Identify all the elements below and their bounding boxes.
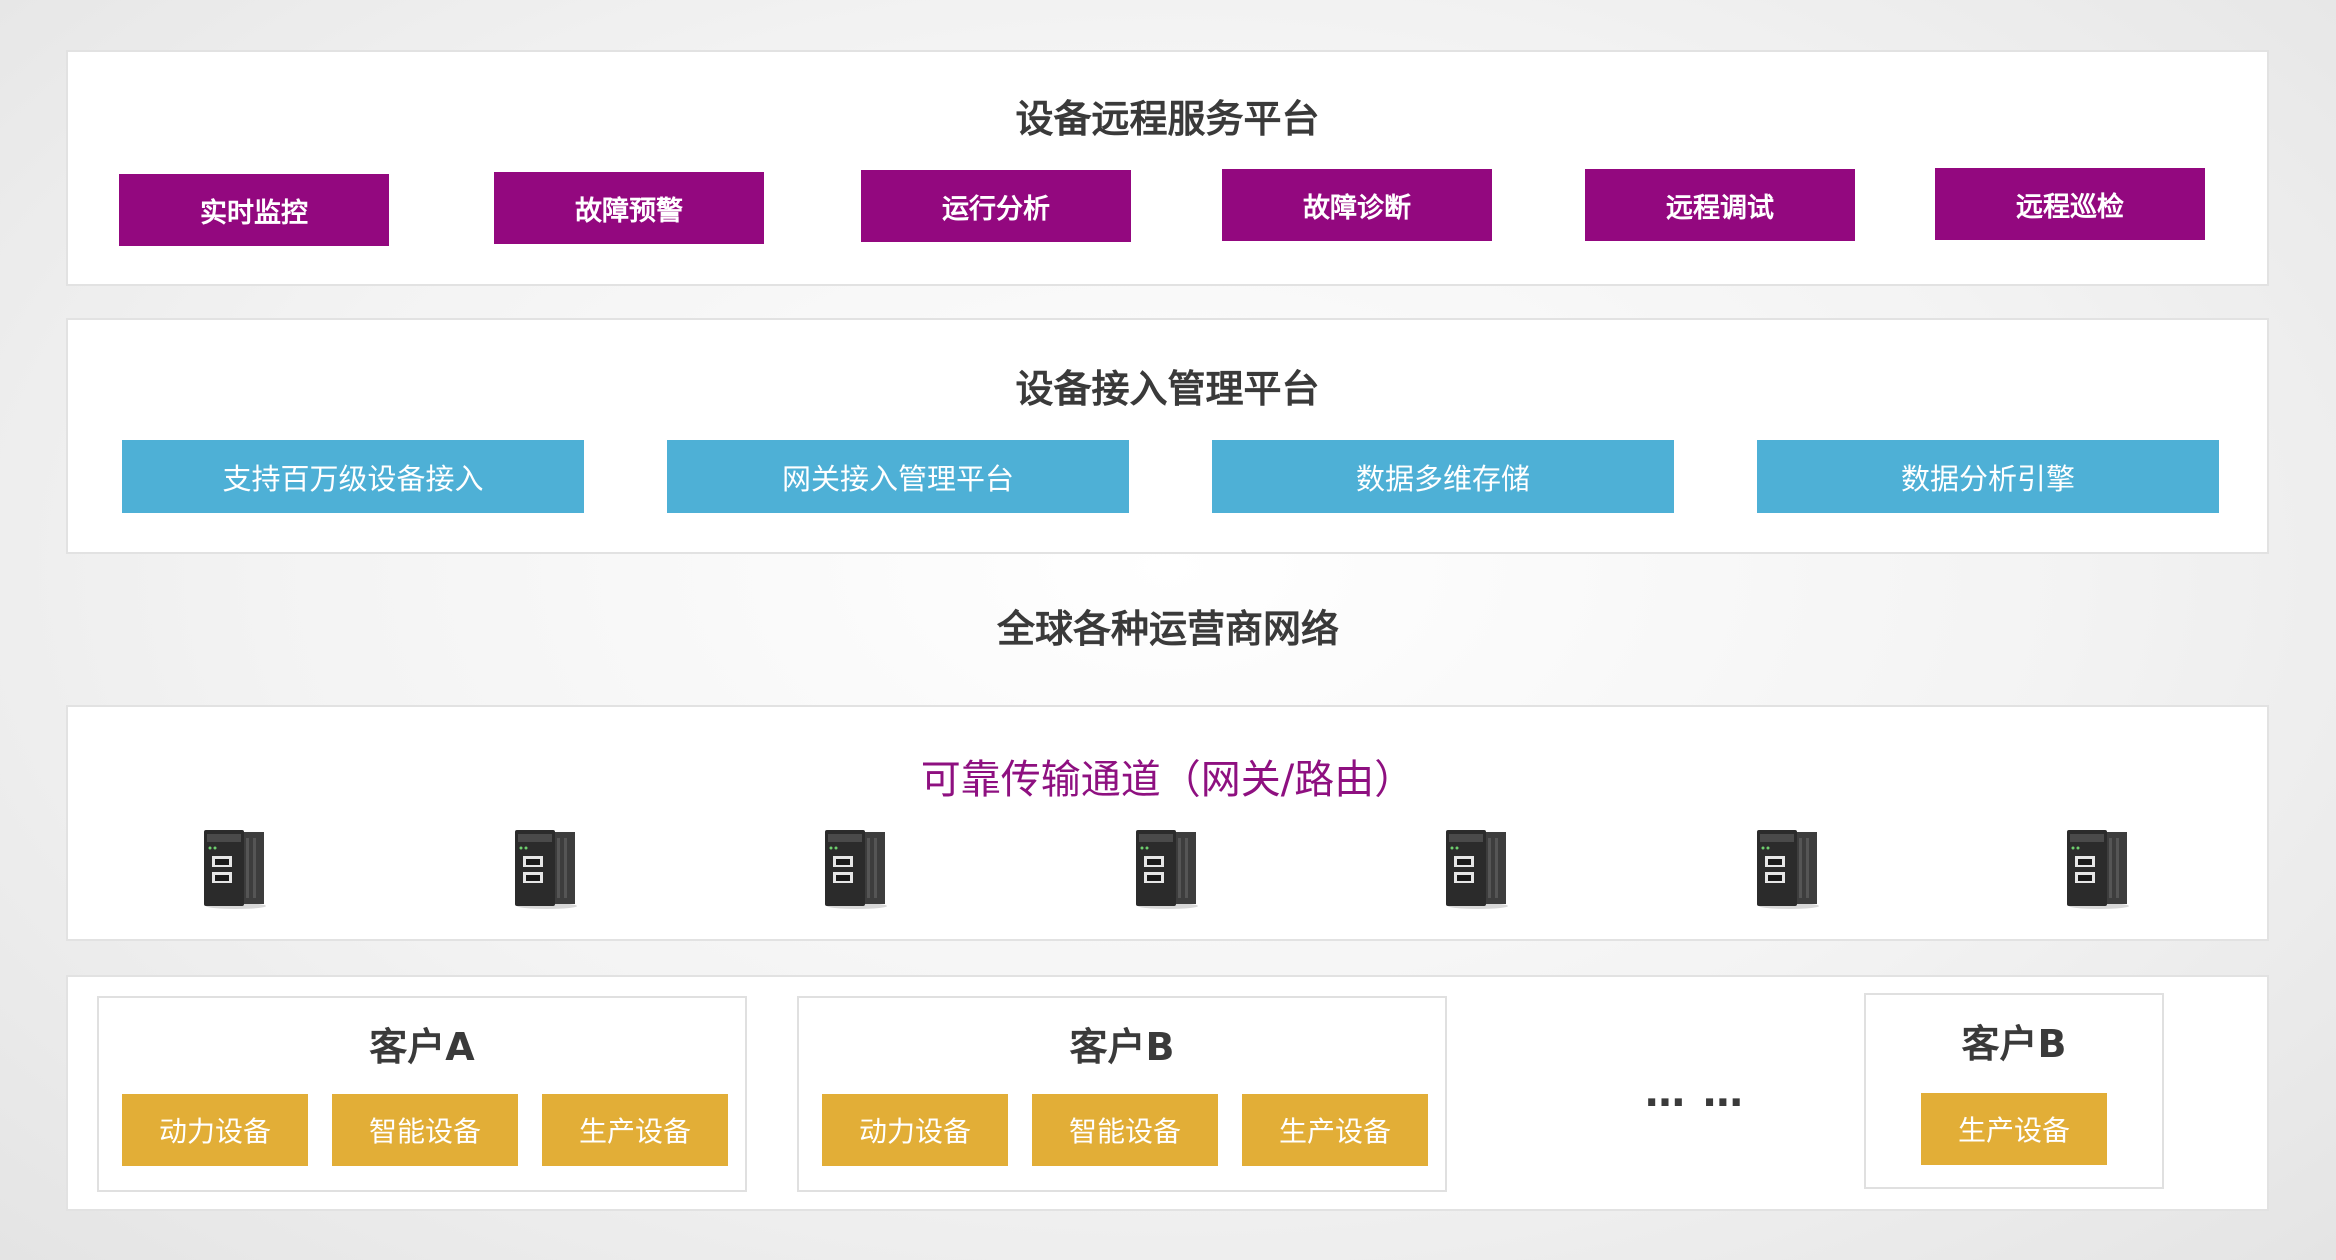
customer-box-a: 客户A 动力设备 智能设备 生产设备	[97, 996, 747, 1192]
service-button-monitoring[interactable]: 实时监控	[119, 174, 389, 246]
access-button-analysis-engine[interactable]: 数据分析引擎	[1757, 440, 2219, 513]
device-button-production[interactable]: 生产设备	[1242, 1094, 1428, 1166]
device-button-production[interactable]: 生产设备	[542, 1094, 728, 1166]
customer-panel: 客户A 动力设备 智能设备 生产设备 客户B 动力设备 智能设备 生产设备 客户…	[66, 975, 2269, 1211]
service-platform-title: 设备远程服务平台	[1015, 97, 1320, 141]
service-button-fault-warning[interactable]: 故障预警	[494, 172, 764, 244]
device-button-power[interactable]: 动力设备	[822, 1094, 1008, 1166]
device-button-power[interactable]: 动力设备	[122, 1094, 308, 1166]
customer-name: 客户B	[1961, 1022, 2067, 1066]
service-button-remote-debug[interactable]: 远程调试	[1585, 169, 1855, 241]
more-customers-ellipsis: … …	[1645, 1070, 1745, 1116]
access-button-data-storage[interactable]: 数据多维存储	[1212, 440, 1674, 513]
access-platform-panel: 设备接入管理平台 支持百万级设备接入 网关接入管理平台 数据多维存储 数据分析引…	[66, 318, 2269, 554]
customer-name: 客户B	[1069, 1025, 1175, 1069]
gateway-device-icon	[1440, 826, 1510, 910]
gateway-device-icon	[198, 826, 268, 910]
service-button-run-analysis[interactable]: 运行分析	[861, 170, 1131, 242]
customer-box-b-2: 客户B 生产设备	[1864, 993, 2164, 1189]
channel-panel: 可靠传输通道（网关/路由）	[66, 705, 2269, 941]
service-platform-panel: 设备远程服务平台 实时监控 故障预警 运行分析 故障诊断 远程调试 远程巡检	[66, 50, 2269, 286]
gateway-device-icon	[1130, 826, 1200, 910]
service-button-fault-diagnosis[interactable]: 故障诊断	[1222, 169, 1492, 241]
customer-name: 客户A	[369, 1025, 475, 1069]
gateway-device-icon	[509, 826, 579, 910]
gateway-device-icon	[1751, 826, 1821, 910]
device-button-smart[interactable]: 智能设备	[332, 1094, 518, 1166]
service-button-remote-inspection[interactable]: 远程巡检	[1935, 168, 2205, 240]
network-title: 全球各种运营商网络	[996, 607, 1339, 651]
customer-box-b: 客户B 动力设备 智能设备 生产设备	[797, 996, 1447, 1192]
device-button-production[interactable]: 生产设备	[1921, 1093, 2107, 1165]
channel-title: 可靠传输通道（网关/路由）	[920, 757, 1415, 803]
device-button-smart[interactable]: 智能设备	[1032, 1094, 1218, 1166]
gateway-device-icon	[2061, 826, 2131, 910]
access-platform-title: 设备接入管理平台	[1015, 367, 1320, 411]
access-button-gateway-management[interactable]: 网关接入管理平台	[667, 440, 1129, 513]
access-button-million-devices[interactable]: 支持百万级设备接入	[122, 440, 584, 513]
gateway-device-icon	[819, 826, 889, 910]
